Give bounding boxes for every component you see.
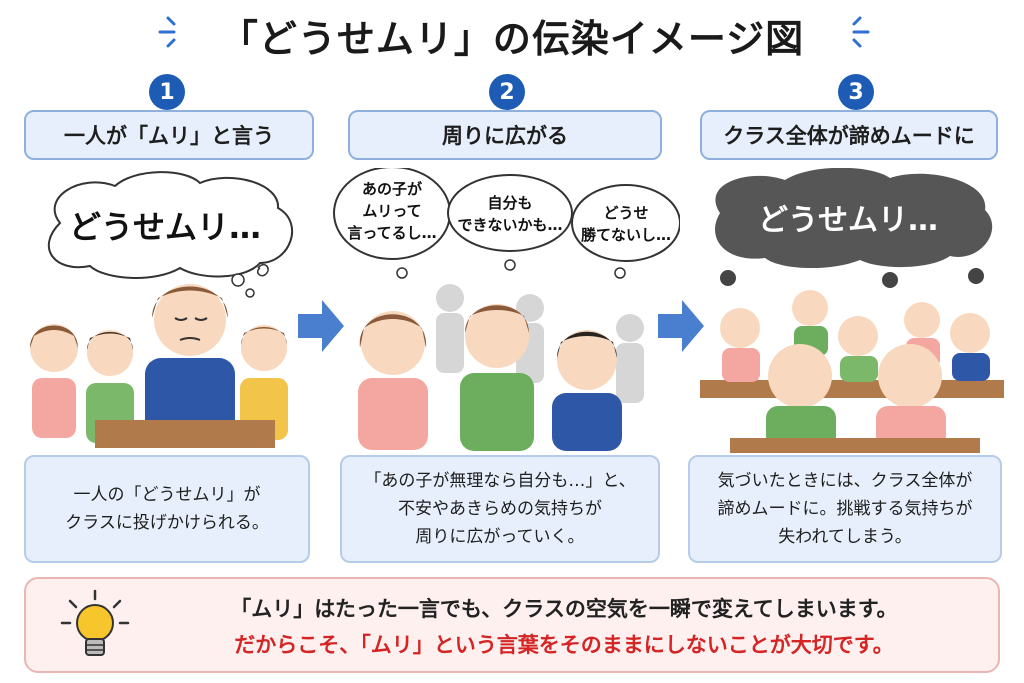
bubble-2a-line2: ムリって [362, 202, 421, 220]
desk [95, 420, 275, 448]
key-message-line1: 「ムリ」はたった一言でも、クラスの空気を一瞬で変えてしまいます。 [230, 597, 898, 621]
thought-bubble-1: どうせムリ… [47, 171, 294, 298]
cloud-text: どうせムリ… [758, 203, 938, 238]
girl-figure [358, 311, 428, 450]
boy-figure [552, 330, 622, 451]
shadow-figures [436, 284, 644, 403]
bubble-1-text: どうせムリ… [69, 208, 261, 246]
step-3-label: クラス全体が諦めムードに [700, 110, 998, 160]
thought-bubble-2c: どうせ 勝てないし… [571, 184, 680, 279]
desk-front [730, 438, 980, 453]
dark-cloud: どうせムリ… [715, 168, 993, 269]
thought-bubble-2b: 自分も できないかも… [447, 174, 573, 271]
gloom-icons [720, 268, 984, 288]
sparkle-left-icon [158, 16, 176, 48]
arrow-right-icon [658, 300, 704, 352]
arrow-right-icon [298, 300, 344, 352]
step-2-caption: 「あの子が無理なら自分も…」と、不安やあきらめの気持ちが周りに広がっていく。 [340, 455, 660, 563]
scene-1-illustration: どうせムリ… [30, 171, 294, 448]
student-row-back [720, 290, 990, 382]
scene-3-illustration: どうせムリ… [700, 168, 1004, 453]
bubble-2b-line2: できないかも… [457, 216, 562, 234]
step-2-number: 2 [489, 74, 525, 110]
step-3-caption: 気づいたときには、クラス全体が諦めムードに。挑戦する気持ちが失われてしまう。 [688, 455, 1002, 563]
desk-back [700, 380, 1004, 398]
step-3-number: 3 [838, 74, 874, 110]
scene-2-illustration: あの子が ムリって 言ってるし… 自分も できないかも… どうせ 勝てないし… [333, 168, 680, 451]
bubble-2b-line1: 自分も [487, 194, 532, 212]
bubble-2a-line1: あの子が [362, 180, 423, 198]
swirl-icon [256, 263, 269, 277]
thought-bubble-2a: あの子が ムリって 言ってるし… [333, 168, 451, 279]
bubble-2a-line3: 言ってるし… [347, 224, 436, 242]
bubble-2c-line1: どうせ [603, 204, 648, 222]
key-message-line2: だからこそ、「ムリ」という言葉をそのままにしないことが大切です。 [234, 633, 894, 657]
step-2-label: 周りに広がる [348, 110, 662, 160]
boy-figure [460, 304, 534, 451]
lightbulb-icon [60, 589, 130, 656]
step-1-caption: 一人の「どうせムリ」がクラスに投げかけられる。 [24, 455, 310, 563]
page-title: 「どうせムリ」の伝染イメージ図 [219, 17, 805, 61]
main-boy-figure [145, 284, 235, 438]
key-message-box: 「ムリ」はたった一言でも、クラスの空気を一瞬で変えてしまいます。 だからこそ、「… [24, 577, 1000, 673]
step-1-number: 1 [149, 74, 185, 110]
sparkle-right-icon [852, 16, 870, 48]
student-row-front [766, 344, 946, 448]
girl-figure [30, 324, 78, 438]
bubble-2c-line2: 勝てないし… [581, 226, 671, 244]
step-1-label: 一人が「ムリ」と言う [24, 110, 314, 160]
